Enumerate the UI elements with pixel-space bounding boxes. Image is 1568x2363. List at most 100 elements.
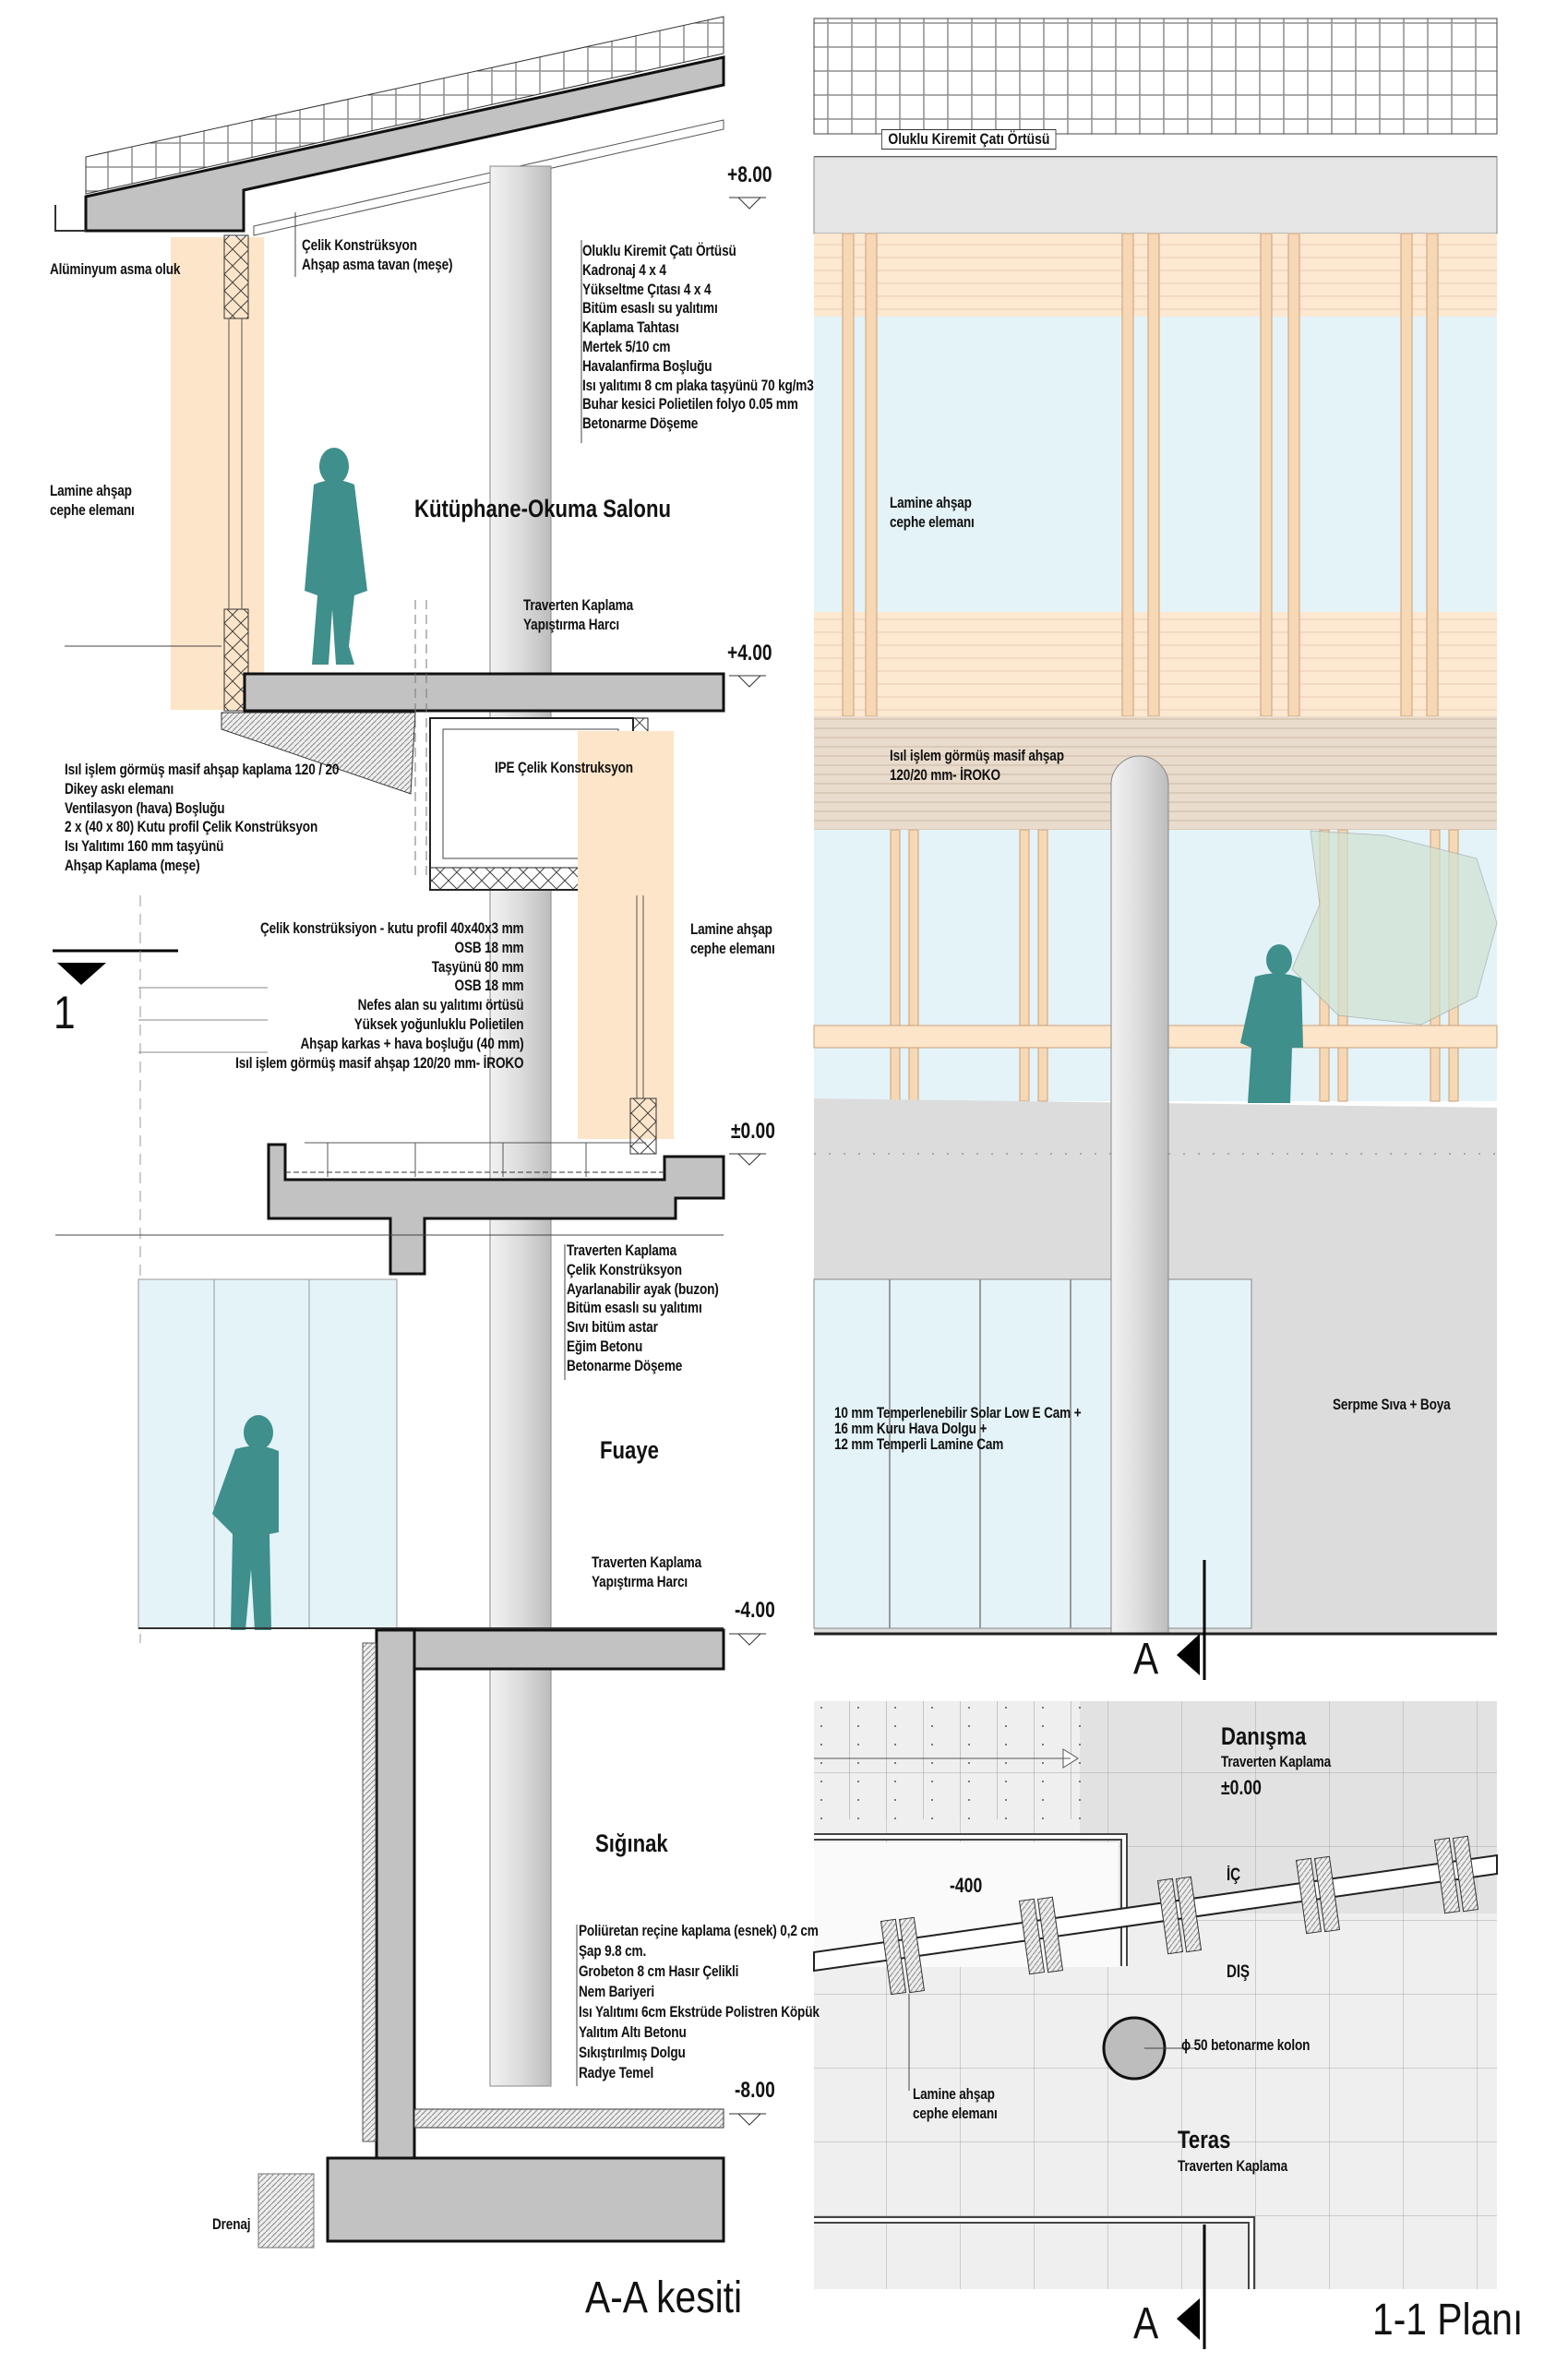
section-arrow-icon — [1177, 1634, 1200, 1675]
note-line: 120/20 mm- İROKO — [890, 765, 1000, 784]
note-line: Ventilasyon (hava) Boşluğu — [65, 798, 225, 817]
note-line: Isıl işlem görmüş masif ahşap — [890, 747, 1064, 764]
elevation-section-mark: A — [1133, 1635, 1159, 1684]
pit-level: -400 — [950, 1874, 983, 1897]
note-line: Traverten Kaplama — [567, 1241, 676, 1259]
section-title: A-A kesiti — [585, 2273, 743, 2322]
note-line: Nefes alan su yalıtımı örtüsü — [357, 996, 523, 1014]
note-line: Betonarme Döşeme — [582, 414, 699, 433]
note-line: Ayarlanabilir ayak (buzon) — [567, 1279, 719, 1298]
elevation-column — [1110, 755, 1169, 1635]
adjustable-pedestals — [305, 1142, 646, 1177]
reception-finish: Traverten Kaplama — [1221, 1753, 1331, 1770]
elevation-roof-label: Oluklu Kiremit Çatı Örtüsü — [881, 129, 1057, 150]
room-foyer: Fuaye — [600, 1436, 659, 1464]
note-line: Kaplama Tahtası — [582, 318, 679, 337]
outside-label: DIŞ — [1227, 1962, 1250, 1982]
level-label: +4.00 — [727, 641, 772, 666]
note-line: cephe elemanı — [913, 2104, 998, 2122]
note-line: Lamine ahşap — [50, 482, 132, 499]
section-mark-triangle-icon — [57, 963, 106, 985]
note-line: cephe elemanı — [50, 500, 135, 519]
note-line: Sıkıştırılmış Dolgu — [579, 2044, 686, 2061]
section-mark-number: 1 — [54, 987, 76, 1038]
stairs — [814, 1701, 1082, 1819]
wall-insulation — [223, 234, 249, 319]
slab-plus4 — [243, 672, 725, 713]
note-line: Grobeton 8 cm Hasır Çelikli — [579, 1962, 739, 1980]
note-line: Çelik Konstrüksyon — [567, 1260, 682, 1278]
note-line: cephe elemanı — [890, 512, 975, 531]
note-line: 2 x (40 x 80) Kutu profil Çelik Konstrük… — [65, 818, 318, 836]
note-line: Dikey askı elemanı — [65, 779, 174, 798]
soffit-layer-notes: Isıl işlem görmüş masif ahşap kaplama 12… — [65, 761, 339, 876]
drainage-gravel — [257, 2173, 315, 2249]
note-line: Çelik konstrüksiyon - kutu profil 40x40x… — [259, 919, 524, 937]
level-markers — [729, 197, 766, 2126]
wood-ceiling — [253, 119, 724, 236]
note-line: Yalıtım Altı Betonu — [579, 2023, 687, 2041]
drain-label: Drenaj — [212, 2215, 251, 2233]
slab-minus4 — [375, 1628, 725, 1671]
reception-level: ±0.00 — [1221, 1776, 1262, 1799]
note-line: Traverten Kaplama — [523, 596, 633, 614]
slab-ground — [267, 1143, 725, 1276]
plan-title: 1-1 Planı — [1372, 2296, 1524, 2345]
note-line: Isıl işlem görmüş masif ahşap 120/20 mm-… — [234, 1053, 524, 1072]
note-line: Lamine ahşap — [913, 2085, 995, 2103]
eave-band — [813, 156, 1498, 234]
note-line: Taşyünü 80 mm — [431, 957, 523, 976]
note-line: Lamine ahşap — [890, 494, 972, 511]
wall-layer-notes: Çelik konstrüksiyon - kutu profil 40x40x… — [234, 919, 524, 1073]
gutter-label: Alüminyum asma oluk — [50, 260, 181, 278]
note-line: Poliüretan reçine kaplama (esnek) 0,2 cm — [579, 1922, 819, 1939]
note-line: Isı Yalıtımı 160 mm taşyünü — [65, 837, 224, 856]
note-line: Şap 9.8 cm. — [579, 1942, 647, 1960]
level-label: ±0.00 — [731, 1119, 775, 1144]
note-line: Havalanfirma Boşluğu — [582, 356, 712, 375]
room-reception: Danışma — [1221, 1722, 1307, 1750]
terrace-finish: Traverten Kaplama — [1178, 2157, 1287, 2175]
note-line: Lamine ahşap — [690, 920, 772, 938]
facade-wood-lower — [578, 731, 674, 1139]
note-line: Bitüm esaslı su yalıtımı — [582, 299, 718, 318]
room-library: Kütüphane-Okuma Salonu — [414, 495, 672, 522]
slab-minus8 — [413, 2108, 724, 2129]
note-line: OSB 18 mm — [454, 977, 523, 995]
elevation-glass-notes: 10 mm Temperlenebilir Solar Low E Cam +1… — [834, 1405, 1082, 1452]
leader-lines — [55, 212, 724, 2086]
level-label: -8.00 — [735, 2078, 775, 2103]
section-drawing — [53, 16, 766, 2249]
elevation-glass-ground — [813, 1278, 1252, 1629]
note-line: Traverten Kaplama — [592, 1553, 701, 1571]
shelter-floor-notes: Poliüretan reçine kaplama (esnek) 0,2 cm… — [579, 1921, 820, 2083]
note-line: Sıvı bitüm astar — [567, 1318, 658, 1337]
note-line: Eğim Betonu — [567, 1337, 643, 1355]
note-line: Yapıştırma Harcı — [523, 615, 620, 633]
room-terrace: Teras — [1178, 2126, 1231, 2153]
inclined-soffit — [221, 712, 416, 795]
inside-label: İÇ — [1227, 1865, 1240, 1885]
level-label: -4.00 — [735, 1598, 775, 1623]
note-line: Çelik Konstrüksyon — [302, 236, 417, 254]
note-line: Mertek 5/10 cm — [582, 337, 671, 355]
note-line: Yükseltme Çıtası 4 x 4 — [582, 280, 712, 298]
human-figure-icon — [305, 448, 367, 665]
human-figure-icon — [212, 1415, 279, 1630]
note-line: Yapıştırma Harcı — [592, 1572, 688, 1590]
roof-tiles — [85, 16, 724, 195]
note-line: Bitüm esaslı su yalıtımı — [567, 1299, 702, 1317]
elevation-roof-tiles — [813, 18, 1498, 135]
note-line: Kadronaj 4 x 4 — [582, 260, 666, 279]
note-line: Yüksek yoğunluklu Polietilen — [353, 1014, 523, 1033]
note-line: Radye Temel — [579, 2064, 654, 2081]
note-line: Nem Bariyeri — [579, 1983, 654, 2000]
